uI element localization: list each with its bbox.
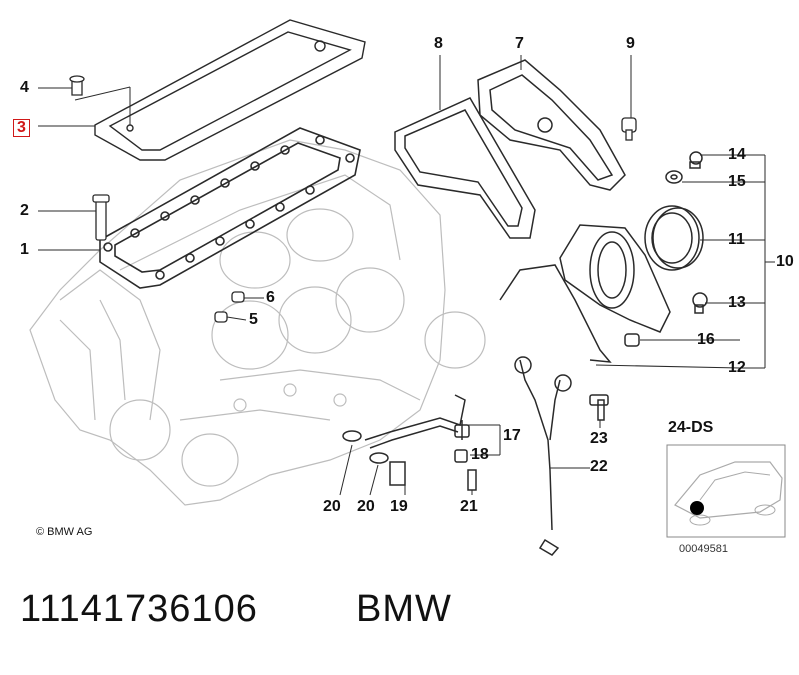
callout-8: 8 (434, 35, 443, 52)
callout-5: 5 (249, 311, 258, 328)
copyright-label: © BMW AG (36, 526, 93, 538)
oil-pan-gasket (99, 127, 361, 289)
bolt-9 (621, 117, 637, 141)
callout-12: 12 (728, 359, 746, 376)
timing-cover-gasket (394, 97, 536, 239)
rear-cover-and-seal (499, 151, 708, 363)
callout-20-left: 20 (323, 498, 341, 515)
part-number: 11141736106 (20, 588, 258, 630)
bolts (69, 75, 110, 241)
callout-11: 11 (728, 231, 745, 248)
callout-15: 15 (728, 173, 746, 190)
tubes-and-sensors (342, 356, 609, 556)
callout-20-right: 20 (357, 498, 375, 515)
callout-23: 23 (590, 430, 608, 447)
inset-car-locator (666, 444, 786, 538)
callout-1: 1 (20, 241, 29, 258)
callout-19: 19 (390, 498, 408, 515)
callout-7: 7 (515, 35, 524, 52)
callout-16: 16 (697, 331, 715, 348)
callout-2: 2 (20, 202, 29, 219)
callout-22: 22 (590, 458, 608, 475)
callout-3-highlighted: 3 (13, 119, 30, 137)
inset-code: 00049581 (679, 543, 728, 555)
inset-title: 24-DS (668, 419, 714, 436)
callout-21: 21 (460, 498, 478, 515)
cover-gasket (94, 19, 366, 161)
callout-4: 4 (20, 79, 29, 96)
callout-13: 13 (728, 294, 746, 311)
timing-cover (477, 59, 626, 191)
callout-17: 17 (503, 427, 521, 444)
callout-10: 10 (776, 253, 794, 270)
callout-6: 6 (266, 289, 275, 306)
callout-14: 14 (728, 146, 746, 163)
leader-lines (38, 55, 775, 496)
callout-9: 9 (626, 35, 635, 52)
callout-18: 18 (471, 446, 489, 463)
engine-block-drawing (29, 139, 486, 506)
brand-name: BMW (356, 588, 452, 630)
